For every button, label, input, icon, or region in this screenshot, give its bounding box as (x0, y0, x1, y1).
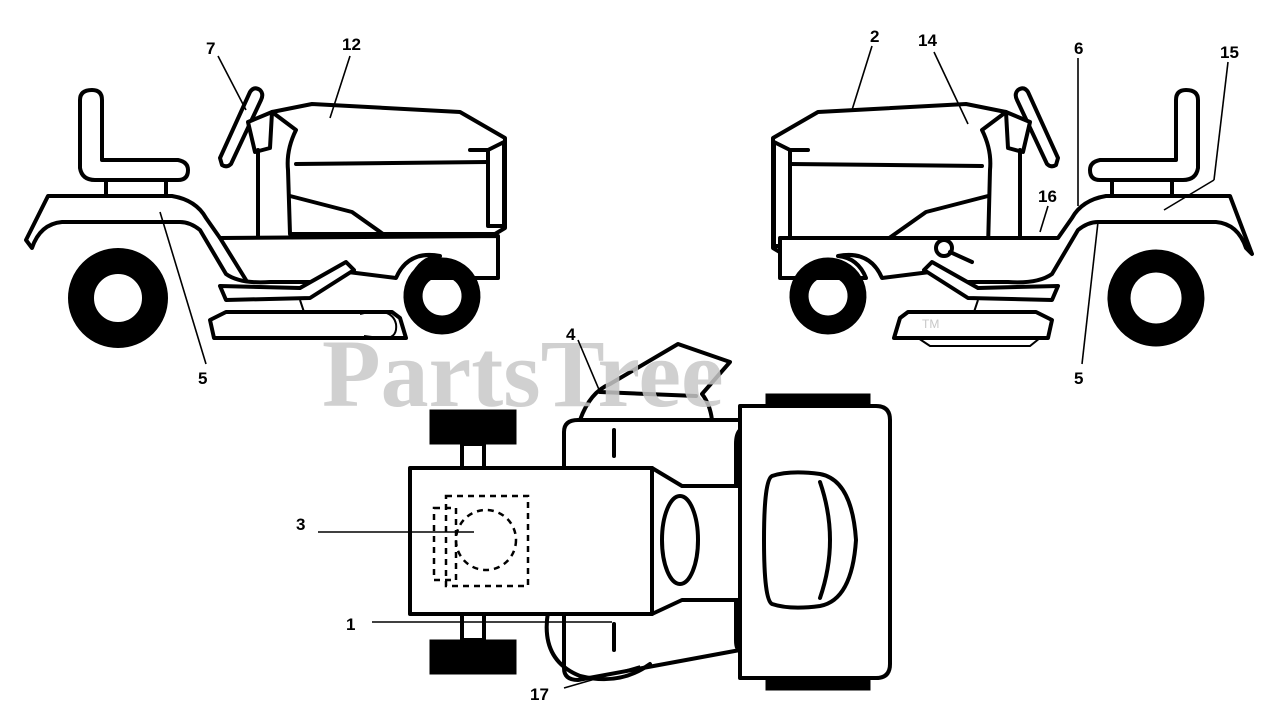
callout-2: 2 (870, 27, 879, 46)
front-wheel-top-upper (429, 409, 517, 445)
hood-right (771, 102, 1008, 256)
callout-3: 3 (296, 515, 305, 534)
seat-base-right (1110, 178, 1174, 198)
watermark-trademark: TM (922, 317, 939, 331)
callout-7: 7 (206, 39, 215, 58)
front-wheel-right (789, 257, 867, 335)
seat-right (1088, 88, 1200, 182)
watermark-text: PartsTree (322, 320, 724, 427)
fender-left (24, 194, 500, 285)
steering-wheel-top (660, 494, 700, 586)
seat-left (78, 88, 190, 182)
callout-labels: 7 12 5 2 14 6 15 16 5 4 3 1 17 (198, 27, 1239, 704)
decal-outline-circle (454, 508, 518, 572)
front-wheel-top-lower (429, 639, 517, 675)
tractor-right-view (771, 86, 1254, 347)
hood-top (408, 466, 742, 616)
mower-deck-left (208, 310, 408, 340)
tractor-left-view (24, 86, 507, 348)
tractor-top-view (408, 342, 892, 691)
callout-5-right: 5 (1074, 369, 1083, 388)
grass-chute (578, 342, 732, 422)
steering-column-left (246, 110, 274, 154)
callout-5-left: 5 (198, 369, 207, 388)
steering-wheel-left (218, 86, 265, 169)
footboard-left (218, 260, 356, 302)
callout-15: 15 (1220, 43, 1239, 62)
callout-14: 14 (918, 31, 937, 50)
seat-top (762, 470, 858, 610)
callout-4: 4 (566, 325, 576, 344)
rear-wheel-right (1107, 249, 1205, 347)
callout-12: 12 (342, 35, 361, 54)
seat-base-left (104, 178, 168, 198)
front-wheel-left (403, 257, 481, 335)
callout-1: 1 (346, 615, 355, 634)
leader-lines (159, 45, 1229, 689)
callout-6: 6 (1074, 39, 1083, 58)
hood-left (270, 102, 507, 236)
callout-16: 16 (1038, 187, 1057, 206)
callout-17: 17 (530, 685, 549, 704)
decal-outline-large (444, 494, 530, 588)
footboard-right (922, 260, 1060, 302)
steering-wheel-right (1013, 86, 1060, 169)
mower-deck-right (892, 310, 1054, 340)
